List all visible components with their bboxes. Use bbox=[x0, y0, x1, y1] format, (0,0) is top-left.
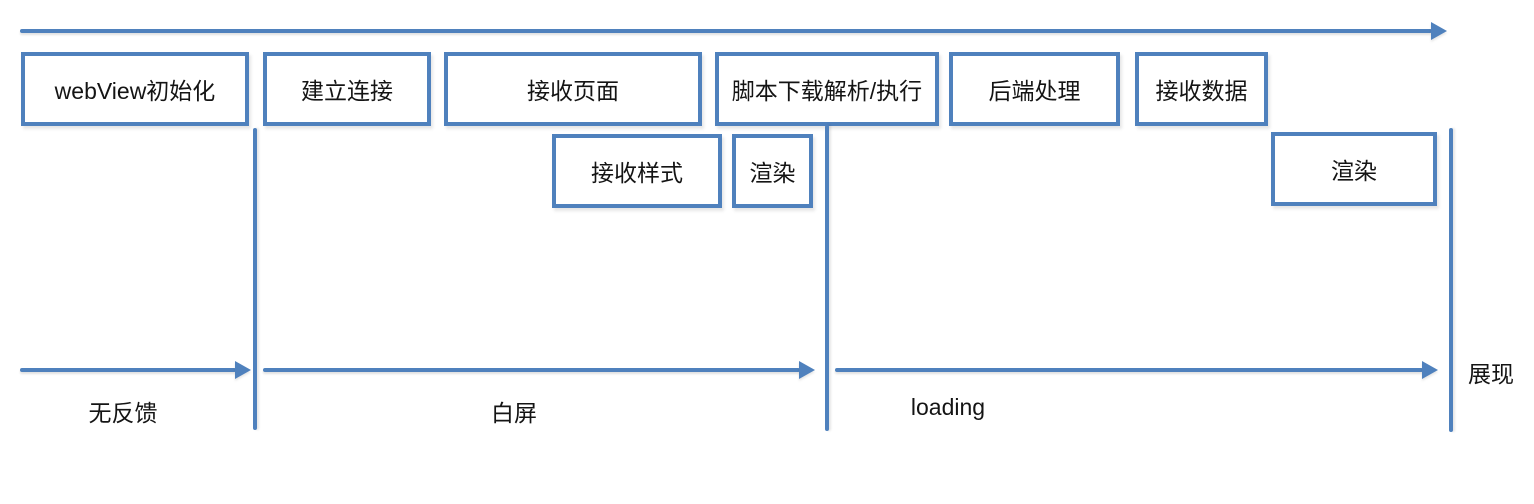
phase-label-loading: loading bbox=[910, 394, 986, 420]
phase-label-no-feedback: 无反馈 bbox=[88, 400, 158, 426]
stage-render-first-label: 渲染 bbox=[749, 160, 796, 186]
end-label-display: 展现 bbox=[1468, 361, 1514, 387]
stage-establish-connection-label: 建立连接 bbox=[301, 78, 393, 104]
stage-establish-connection: 建立连接 bbox=[263, 52, 431, 126]
stage-webview-init: webView初始化 bbox=[21, 52, 249, 126]
phase-arrow-loading-arrowhead-icon bbox=[1422, 361, 1438, 379]
stage-render-second-label: 渲染 bbox=[1331, 158, 1377, 184]
phase-arrow-white-screen-arrowhead-icon bbox=[799, 361, 815, 379]
timeline-arrow-line bbox=[20, 29, 1432, 33]
phase-divider-3 bbox=[1449, 128, 1453, 432]
stage-backend-processing-label: 后端处理 bbox=[988, 78, 1081, 104]
phase-arrow-loading-line bbox=[835, 368, 1423, 372]
stage-receive-page-label: 接收页面 bbox=[527, 78, 619, 104]
stage-receive-data-label: 接收数据 bbox=[1155, 78, 1248, 104]
stage-render-second: 渲染 bbox=[1271, 132, 1437, 206]
stage-receive-styles-label: 接收样式 bbox=[591, 160, 683, 186]
phase-arrow-white-screen-line bbox=[263, 368, 800, 372]
timeline-arrowhead-icon bbox=[1431, 22, 1447, 40]
stage-script-download-parse-execute-label: 脚本下载解析/执行 bbox=[731, 78, 923, 104]
stage-script-download-parse-execute: 脚本下载解析/执行 bbox=[715, 52, 939, 126]
stage-receive-data: 接收数据 bbox=[1135, 52, 1268, 126]
stage-render-first: 渲染 bbox=[732, 134, 813, 208]
stage-receive-page: 接收页面 bbox=[444, 52, 702, 126]
phase-divider-2 bbox=[825, 125, 829, 431]
phase-arrow-no-feedback-arrowhead-icon bbox=[235, 361, 251, 379]
phase-arrow-no-feedback-line bbox=[20, 368, 236, 372]
stage-backend-processing: 后端处理 bbox=[949, 52, 1120, 126]
stage-receive-styles: 接收样式 bbox=[552, 134, 722, 208]
phase-divider-1 bbox=[253, 128, 257, 430]
stage-webview-init-label: webView初始化 bbox=[54, 78, 216, 104]
phase-label-white-screen: 白屏 bbox=[491, 400, 537, 426]
